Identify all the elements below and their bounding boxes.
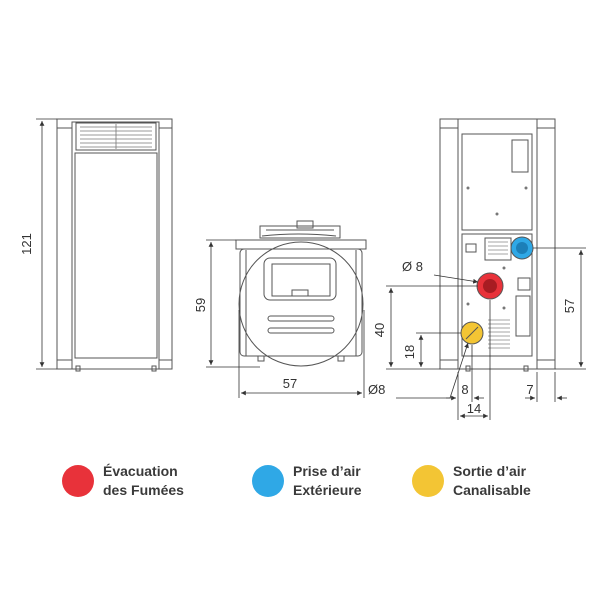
dimension-height-air-outlet [416, 332, 461, 367]
front-view [56, 118, 173, 372]
legend-intake-line2: Extérieure [293, 482, 362, 498]
legend-item-outlet: Sortie d’air Canalisable [412, 462, 531, 500]
legend-outlet-line2: Canalisable [453, 482, 531, 498]
dimension-air-diameter [396, 342, 469, 399]
label-front-width: 57 [283, 376, 297, 391]
dimension-height-flue [386, 285, 478, 370]
legend-flue-line1: Évacuation [103, 463, 178, 479]
rear-vents [488, 241, 510, 349]
legend-item-flue: Évacuation des Fumées [62, 462, 184, 500]
label-air-diameter: Ø8 [368, 382, 385, 397]
label-front-depth: 59 [193, 298, 208, 312]
air-outlet [460, 321, 484, 345]
label-flue-diameter: Ø 8 [402, 259, 423, 274]
rear-view [439, 118, 556, 372]
outlet-color-dot [412, 465, 444, 497]
dimension-front-width [238, 310, 365, 398]
label-height-flue: 40 [372, 323, 387, 337]
legend-outlet-line1: Sortie d’air [453, 463, 527, 479]
legend-label-outlet: Sortie d’air Canalisable [453, 462, 531, 500]
label-height-total: 121 [19, 233, 34, 255]
rear-screws [466, 186, 528, 310]
label-offset-8: 8 [461, 382, 468, 397]
dimension-flue-diameter [433, 274, 479, 284]
legend-intake-line1: Prise d’air [293, 463, 361, 479]
dimension-height-total [36, 118, 57, 370]
dimension-rear-height [533, 247, 586, 370]
flue-outlet [476, 272, 504, 300]
intake-outlet [510, 236, 534, 260]
legend-item-intake: Prise d’air Extérieure [252, 462, 361, 500]
label-height-air-outlet: 18 [402, 345, 417, 359]
dimension-offsets [446, 300, 567, 420]
legend-label-intake: Prise d’air Extérieure [293, 462, 361, 500]
label-offset-14: 14 [467, 401, 481, 416]
dimension-front-depth [206, 239, 260, 368]
top-view [235, 220, 367, 367]
label-offset-7: 7 [526, 382, 533, 397]
label-rear-height: 57 [562, 299, 577, 313]
flue-color-dot [62, 465, 94, 497]
front-grille [80, 124, 152, 149]
intake-color-dot [252, 465, 284, 497]
legend-label-flue: Évacuation des Fumées [103, 462, 184, 500]
legend-flue-line2: des Fumées [103, 482, 184, 498]
